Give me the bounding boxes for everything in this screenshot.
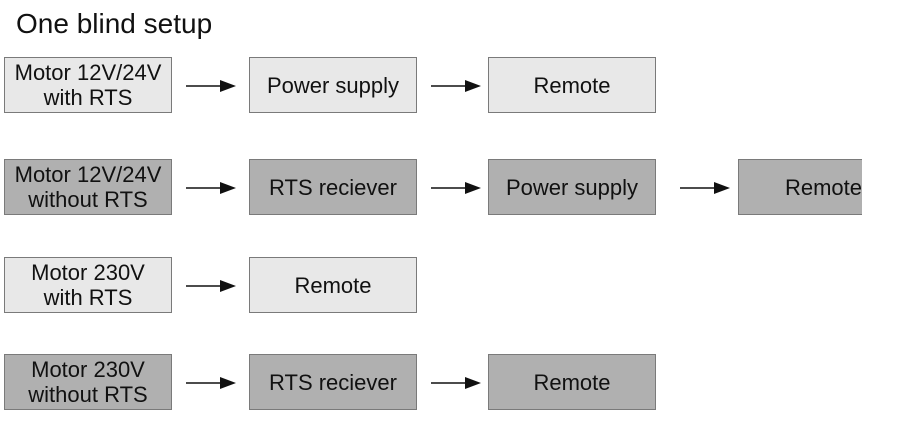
rts-receiver-box: RTS reciever [249, 354, 417, 410]
arrow-icon [186, 79, 236, 93]
arrow-icon [186, 279, 236, 293]
power-supply-box: Power supply [249, 57, 417, 113]
motor-box: Motor 12V/24V with RTS [4, 57, 172, 113]
motor-box: Motor 230V with RTS [4, 257, 172, 313]
arrow-icon [431, 376, 481, 390]
arrow-icon [680, 181, 730, 195]
remote-box: Remote [738, 159, 862, 215]
arrow-icon [431, 79, 481, 93]
arrow-icon [186, 181, 236, 195]
arrow-icon [431, 181, 481, 195]
power-supply-box: Power supply [488, 159, 656, 215]
motor-box: Motor 230V without RTS [4, 354, 172, 410]
remote-box: Remote [249, 257, 417, 313]
setup-row-12v-with-rts: Motor 12V/24V with RTS Power supply Remo… [0, 57, 910, 117]
rts-receiver-box: RTS reciever [249, 159, 417, 215]
setup-row-230v-with-rts: Motor 230V with RTS Remote [0, 257, 910, 317]
setup-row-230v-without-rts: Motor 230V without RTS RTS reciever Remo… [0, 354, 910, 414]
diagram-title: One blind setup [16, 8, 213, 39]
remote-box: Remote [488, 57, 656, 113]
remote-box: Remote [488, 354, 656, 410]
motor-box: Motor 12V/24V without RTS [4, 159, 172, 215]
setup-row-12v-without-rts: Motor 12V/24V without RTS RTS reciever P… [0, 159, 910, 219]
arrow-icon [186, 376, 236, 390]
